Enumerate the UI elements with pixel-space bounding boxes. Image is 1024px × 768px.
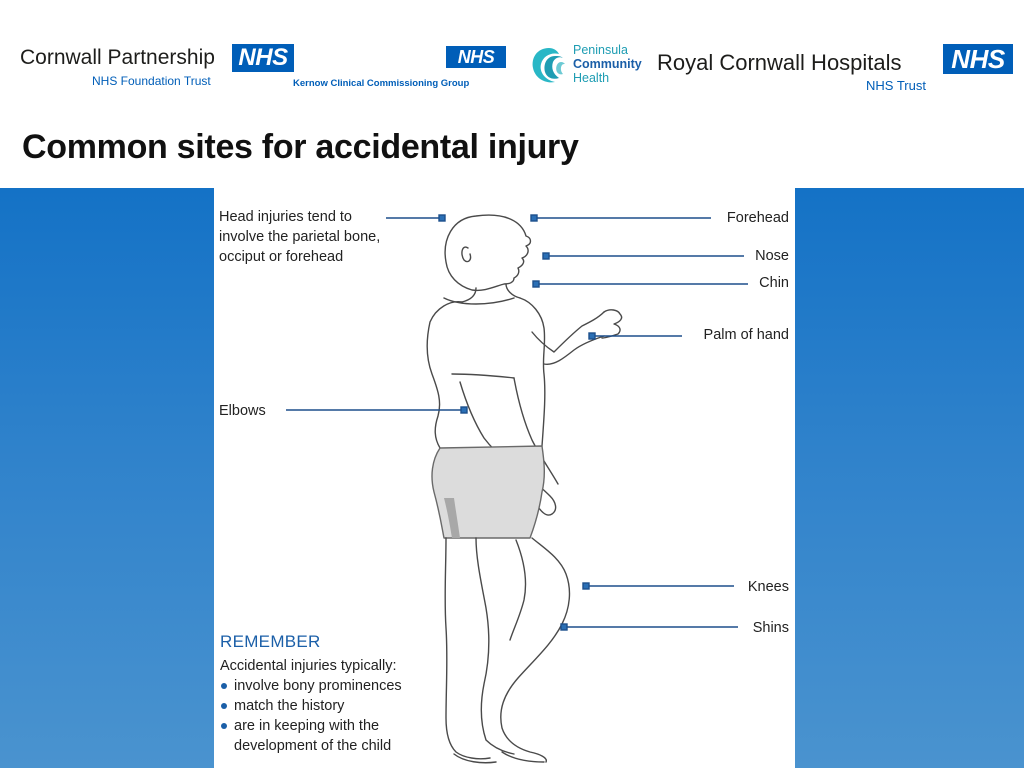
remember-body: Accidental injuries typically: involve b… <box>220 656 402 756</box>
cornwall-partnership-name: Cornwall Partnership <box>20 46 215 69</box>
peninsula-community-health-logo: Peninsula Community Health <box>527 42 655 88</box>
remember-intro: Accidental injuries typically: <box>220 658 397 674</box>
list-item-continuation: development of the child <box>234 738 392 754</box>
list-item: involve bony prominences <box>220 676 402 696</box>
page-title: Common sites for accidental injury <box>22 128 579 166</box>
list-item: are in keeping with the <box>220 716 402 736</box>
palm-of-hand-label: Palm of hand <box>703 327 789 343</box>
knees-label: Knees <box>747 579 789 595</box>
header-bar: Cornwall Partnership NHS NHS Foundation … <box>0 0 1024 188</box>
peninsula-wave-icon <box>532 48 565 83</box>
peninsula-line2: Community <box>573 57 642 71</box>
peninsula-line3: Health <box>573 71 610 85</box>
list-item: match the history <box>220 696 402 716</box>
head-label-line: Head injuries tend to <box>219 209 352 225</box>
royal-cornwall-hospitals-name: Royal Cornwall Hospitals <box>657 50 902 75</box>
chin-label: Chin <box>759 275 789 291</box>
remember-heading: REMEMBER <box>220 632 321 651</box>
child-body-illustration <box>286 214 748 764</box>
nhs-badge: NHS <box>446 46 506 68</box>
head-label-line: involve the parietal bone, <box>219 229 381 245</box>
forehead-label: Forehead <box>726 210 789 226</box>
remember-list: involve bony prominences match the histo… <box>220 676 402 736</box>
cornwall-partnership-logo: Cornwall Partnership NHS NHS Foundation … <box>20 44 300 92</box>
kernow-ccg-logo: NHS Kernow Clinical Commissioning Group <box>290 44 510 92</box>
royal-cornwall-hospitals-logo: Royal Cornwall Hospitals NHS NHS Trust <box>657 44 1017 96</box>
head-label-line: occiput or forehead <box>219 249 344 265</box>
peninsula-line1: Peninsula <box>573 43 628 57</box>
elbows-label: Elbows <box>219 403 266 419</box>
kernow-ccg-subtitle: Kernow Clinical Commissioning Group <box>293 78 470 89</box>
nose-label: Nose <box>755 248 789 264</box>
diagram-panel: Head injuries tend to involve the pariet… <box>214 188 795 768</box>
royal-cornwall-hospitals-subtitle: NHS Trust <box>866 78 926 93</box>
head-injuries-label: Head injuries tend to involve the pariet… <box>219 207 380 267</box>
nhs-badge: NHS <box>943 44 1013 74</box>
shins-label: Shins <box>752 620 789 636</box>
nhs-badge: NHS <box>232 44 294 72</box>
cornwall-partnership-subtitle: NHS Foundation Trust <box>92 74 211 88</box>
